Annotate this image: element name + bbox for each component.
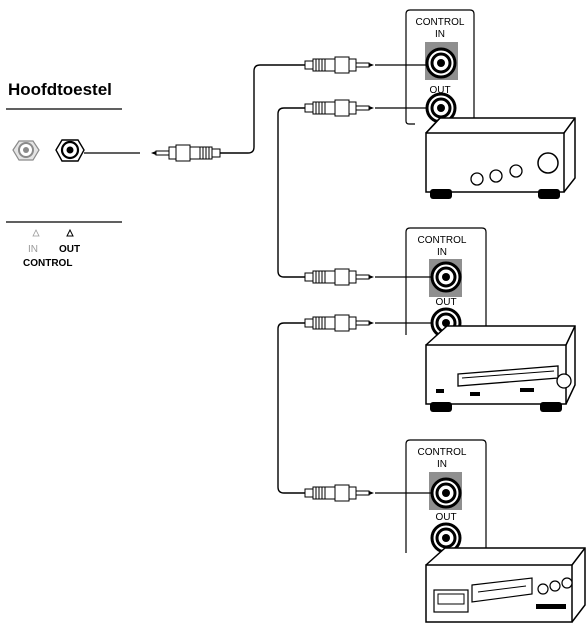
mini-plug-icon: [304, 268, 375, 286]
mini-plug-icon: [304, 99, 375, 117]
mini-plug-icon: [304, 484, 375, 502]
panel-2-out-label: OUT: [435, 297, 456, 308]
control-panel-3: CONTROL IN OUT: [405, 439, 487, 554]
main-unit-title: Hoofdtoestel: [8, 80, 112, 99]
control-panel-1: CONTROL IN OUT: [405, 9, 475, 125]
jack-in-icon: [430, 477, 462, 509]
panel-3-control-label: CONTROL: [418, 447, 467, 458]
mini-plug-icon: [304, 56, 375, 74]
cassette-deck-device: [425, 547, 586, 623]
cable-main-to-amp: [220, 64, 305, 154]
panel-2-control-label: CONTROL: [418, 235, 467, 246]
panel-1-control-label: CONTROL: [416, 17, 465, 28]
jack-out-icon: [55, 139, 85, 162]
mini-plug-icon: [304, 314, 375, 332]
panel-2-in-label: IN: [437, 247, 447, 258]
triangle-marker-icon: [66, 228, 74, 237]
cd-player-device: [425, 325, 576, 412]
panel-3-out-label: OUT: [435, 512, 456, 523]
mini-plug-icon: [151, 145, 220, 161]
jack-in-icon: [12, 140, 40, 161]
panel-3-in-label: IN: [437, 459, 447, 470]
jack-in-icon: [430, 261, 462, 293]
panel-1-out-label: OUT: [429, 85, 450, 96]
jack-in-icon: [425, 47, 457, 79]
amplifier-device: [425, 117, 576, 199]
triangle-marker-icon: [32, 229, 40, 237]
main-control-label: CONTROL: [23, 258, 72, 269]
control-panel-2: CONTROL IN OUT: [405, 227, 487, 339]
panel-1-in-label: IN: [435, 29, 445, 40]
main-in-label: IN: [28, 244, 38, 255]
cable-amp-to-cd: [277, 107, 305, 278]
main-out-label: OUT: [59, 244, 80, 255]
cable-cd-to-cassette: [277, 322, 305, 494]
